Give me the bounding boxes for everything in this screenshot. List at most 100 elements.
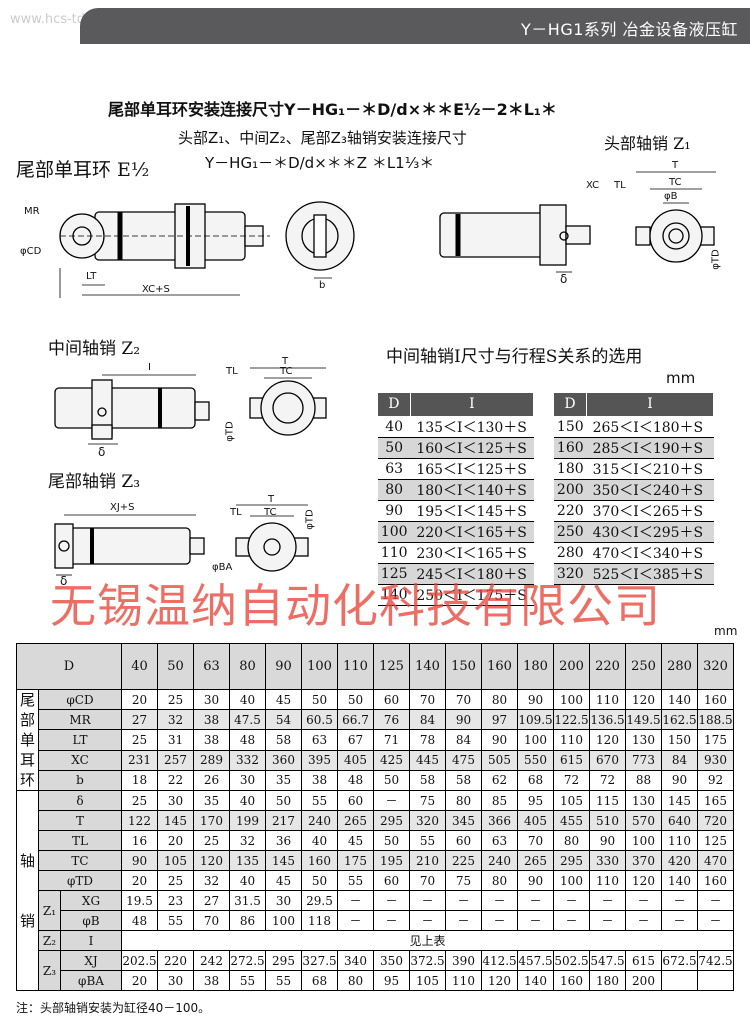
table-cell: 60.5 [301,709,338,731]
table-cell: 332 [229,749,266,771]
table-cell: － [409,910,446,931]
selection-i-cell: 350＜I＜240＋S [586,478,714,501]
table-cell: 327.5 [301,950,338,971]
table-cell: 672.5 [661,950,698,971]
table-cell: 242 [193,950,230,971]
table-cell: － [337,910,374,931]
table-cell: 180 [589,970,626,991]
table-cell: 105 [157,850,194,871]
table-cell: 60 [337,790,374,811]
selection-i-cell: 195＜I＜145＋S [410,499,534,522]
label-mid-pin: 中间轴销 Z₂ [48,339,141,359]
table-cell: 36 [265,830,302,851]
table-cell: 455 [553,810,590,831]
table-cell: 90 [517,688,554,711]
table-cell: 48 [337,769,374,792]
table-cell: 110 [553,729,590,751]
selection-d-cell: 50 [378,436,411,459]
table-cell: 217 [265,810,302,831]
header-d-value: 80 [229,643,266,690]
z1-label: Z₁ [38,890,61,931]
footnote: 注：头部轴销安装为缸径40－100。 [16,1001,211,1015]
table-cell: － [625,910,662,931]
dim-td-tail: φTD [304,509,316,530]
table-cell [661,970,698,991]
selection-i-cell: 220＜I＜165＋S [410,520,534,543]
table-cell: 70 [409,688,446,711]
table-cell: 475 [445,749,482,771]
table-cell: 25 [157,688,194,711]
table-cell: － [481,910,518,931]
table-cell: 115 [589,790,626,811]
table-cell: 445 [409,749,446,771]
table-cell: 50 [337,688,374,711]
selection-d-cell: 250 [554,520,587,543]
table-cell [697,970,734,991]
dim-ba: φBA [212,562,233,573]
table-cell: 360 [265,749,302,771]
table-cell: 257 [157,749,194,771]
dim-td-mid: φTD [224,421,236,442]
table-cell: 350 [373,950,410,971]
table-cell: 85 [481,790,518,811]
table-cell: 670 [589,749,626,771]
unit-mm-main: mm [714,624,738,638]
table-cell: 122.5 [553,709,590,731]
table-cell: 30 [265,890,302,911]
table-cell: 110 [661,830,698,851]
table-cell: 30 [157,970,194,991]
table-cell: 405 [517,810,554,831]
table-cell: 25 [121,729,158,751]
table-cell: 55 [337,870,374,891]
table-cell: 66.7 [337,709,374,731]
table-cell: 20 [121,970,158,991]
selection-d-cell: 280 [554,541,587,564]
table-cell: 210 [409,850,446,871]
selection-i-cell: 135＜I＜130＋S [410,415,534,438]
table-cell: 47.5 [229,709,266,731]
table-cell: 90 [517,870,554,891]
row-label: δ [38,790,122,811]
table-cell: 90 [121,850,158,871]
table-cell: 510 [589,810,626,831]
formula-tail-ring: 尾部单耳环安装连接尺寸Y－HG₁－＊D/d×＊＊E½－2＊L₁＊ [108,100,557,119]
table-cell: 48 [229,729,266,751]
header-d-value: 250 [625,643,662,690]
formula-pin: Y－HG₁－＊D/d×＊＊Z ＊L1⅓＊ [205,154,435,172]
table-cell: 25 [121,790,158,811]
table-cell: 72 [553,769,590,792]
table-cell: 615 [553,749,590,771]
table-cell: － [445,890,482,911]
table-cell: 162.5 [661,709,698,731]
table-cell: 145 [157,810,194,831]
selection-i-cell: 160＜I＜125＋S [410,436,534,459]
table-cell: 50 [301,870,338,891]
dim-delta-head: δ [560,272,568,286]
z3-label: Z₃ [38,950,61,991]
table-cell: 97 [481,709,518,731]
table-cell: 110 [589,688,626,711]
table-cell: 84 [409,709,446,731]
table-cell: 100 [553,688,590,711]
header-d-value: 125 [373,643,410,690]
table-cell: 109.5 [517,709,554,731]
table-cell: 27 [121,709,158,731]
row-label: LT [38,729,122,751]
table-cell: 195 [373,850,410,871]
table-cell: 505 [481,749,518,771]
header-bar: Y－HG1系列 冶金设备液压缸 [80,8,750,44]
table-cell: 330 [589,850,626,871]
table-cell: 90 [589,830,626,851]
sel-header-i: I [586,393,714,416]
table-cell: 54 [265,709,302,731]
table-cell: 23 [157,890,194,911]
header-d-value: 320 [697,643,734,690]
table-cell: 170 [193,810,230,831]
table-cell: 67 [337,729,374,751]
dim-i-mid: I [148,362,151,373]
